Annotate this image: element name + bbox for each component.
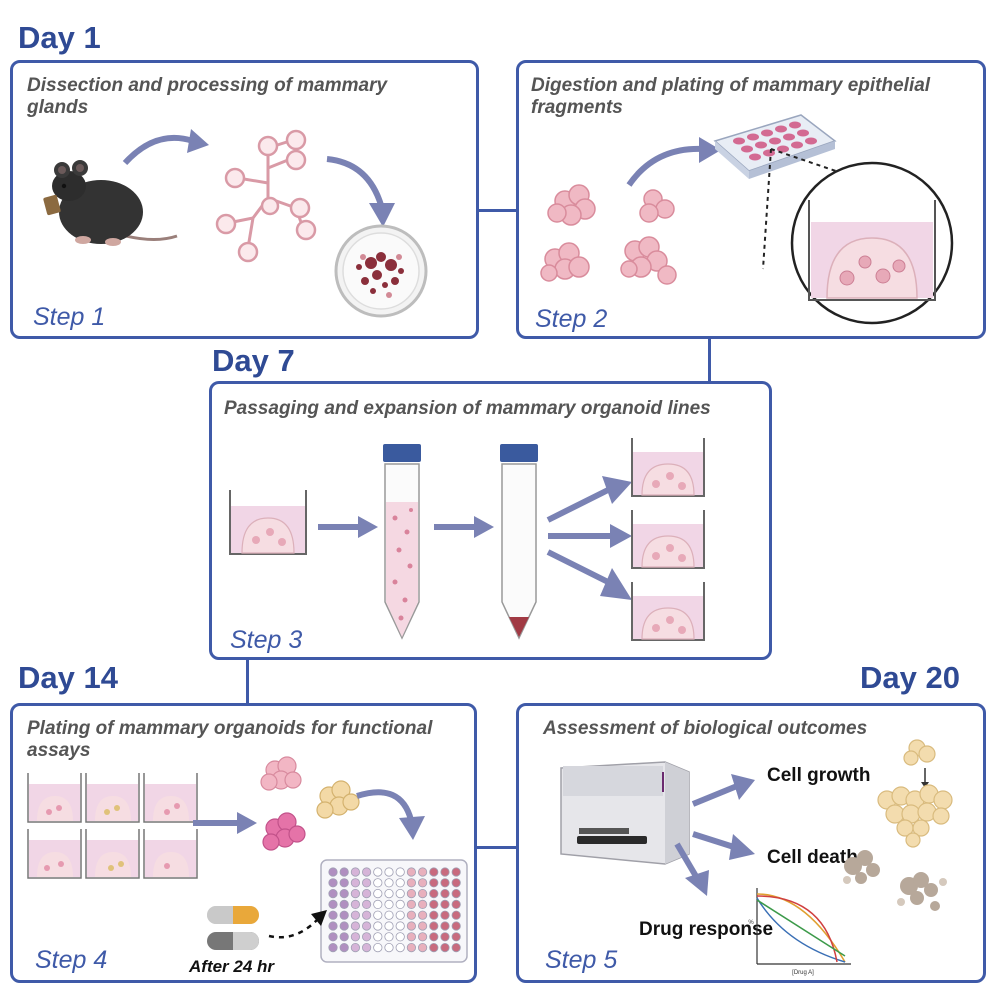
step1-title: Dissection and processing of mammary gla… [27, 75, 388, 118]
step5-label: Step 5 [545, 946, 618, 974]
drug-response-chart: [Drug A] % [748, 888, 851, 976]
step5-panel: Assessment of biological outcomes Step 5… [516, 703, 986, 983]
multiwell-plate-illustration [713, 114, 837, 179]
day-14-label: Day 14 [18, 660, 118, 695]
cell-death-illustration [843, 850, 947, 911]
conical-tube-with-organoids [383, 444, 421, 640]
arrow-organoids-to-plate [356, 789, 425, 840]
arrow-well-to-tube [318, 516, 378, 538]
step4-panel: Plating of mammary organoids for functio… [10, 703, 477, 983]
cell-growth-illustration [877, 739, 953, 848]
well-magnified-illustration [790, 161, 954, 325]
step4-label: Step 4 [35, 946, 108, 974]
wells-grid-illustration [27, 773, 198, 879]
plate-reader-instrument [560, 761, 690, 865]
arrow-mouse-to-glands [122, 129, 209, 166]
chart-axis-y-label: % [748, 920, 754, 926]
step4-title: Plating of mammary organoids for functio… [27, 718, 433, 761]
epithelial-fragments-illustration [540, 184, 677, 285]
chart-axis-x-label: [Drug A] [792, 970, 814, 976]
step3-panel: Passaging and expansion of mammary organ… [209, 381, 772, 660]
after-24hr-label: After 24 hr [189, 957, 275, 976]
dashed-arrow-capsules-to-plate [268, 910, 327, 939]
connector-step3-step4 [246, 658, 249, 705]
conical-tube-with-pellet [500, 444, 538, 640]
connector-step4-step5 [476, 846, 518, 849]
step1-panel: Dissection and processing of mammary gla… [10, 60, 479, 339]
cell-death-label: Cell death [767, 847, 858, 868]
arrows-split-to-wells [546, 476, 632, 600]
96-well-plate-illustration [320, 859, 468, 963]
drug-response-label: Drug response [639, 919, 774, 940]
arrow-reader-to-death [692, 831, 755, 860]
cell-growth-label: Cell growth [767, 765, 871, 786]
well-start-illustration [229, 490, 307, 555]
arrow-reader-to-growth [691, 774, 755, 807]
arrow-wells-to-organoids [193, 812, 257, 834]
connector-step1-step2 [478, 209, 518, 212]
mammary-gland-illustration [215, 129, 317, 263]
day-7-label: Day 7 [212, 343, 295, 378]
arrow-glands-to-dish [326, 156, 395, 227]
drug-capsules-illustration [207, 906, 259, 950]
day-1-label: Day 1 [18, 20, 101, 55]
arrow-reader-to-drug-response [674, 842, 709, 896]
well-expanded-2 [631, 510, 705, 569]
step2-panel: Digestion and plating of mammary epithel… [516, 60, 986, 339]
step2-title: Digestion and plating of mammary epithel… [531, 75, 931, 118]
well-expanded-3 [631, 582, 705, 641]
step2-label: Step 2 [535, 305, 608, 333]
zoom-lines [762, 148, 878, 270]
well-expanded-1 [631, 438, 705, 497]
step3-title: Passaging and expansion of mammary organ… [224, 398, 711, 419]
arrow-tube-to-pellet-tube [434, 516, 494, 538]
step1-label: Step 1 [33, 303, 106, 331]
mouse-illustration [43, 160, 178, 246]
step5-title: Assessment of biological outcomes [543, 718, 868, 739]
petri-dish-digested-tissue [334, 224, 428, 318]
day-20-label: Day 20 [860, 660, 960, 695]
organoid-clusters-illustration [260, 756, 360, 851]
step3-label: Step 3 [230, 626, 303, 654]
connector-step2-step3 [708, 336, 711, 383]
arrow-fragments-to-plate [626, 137, 721, 187]
